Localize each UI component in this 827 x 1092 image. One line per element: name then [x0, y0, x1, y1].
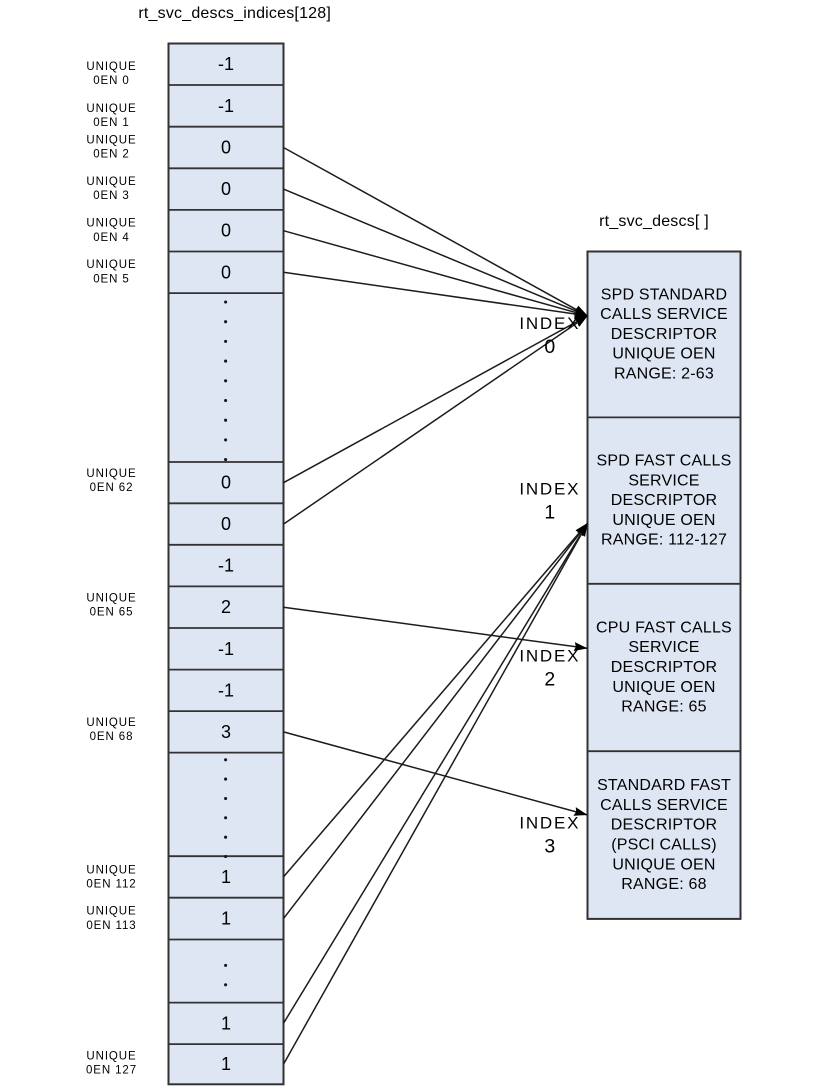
svg-text:UNIQUE: UNIQUE — [86, 103, 136, 115]
svg-text:rt_svc_descs[ ]: rt_svc_descs[ ] — [599, 213, 709, 230]
svg-text:INDEX: INDEX — [519, 314, 580, 333]
svg-text:-1: -1 — [218, 54, 234, 74]
svg-text:UNIQUE: UNIQUE — [86, 468, 136, 480]
svg-text:DESCRIPTOR: DESCRIPTOR — [611, 817, 718, 834]
svg-text:CPU FAST CALLS: CPU FAST CALLS — [596, 619, 732, 636]
svg-text:INDEX: INDEX — [519, 479, 580, 498]
svg-text:0EN 113: 0EN 113 — [86, 920, 136, 932]
svg-text:INDEX: INDEX — [519, 646, 580, 665]
svg-text:UNIQUE OEN: UNIQUE OEN — [612, 512, 715, 529]
svg-text:0EN 2: 0EN 2 — [93, 149, 129, 161]
svg-text:0EN 112: 0EN 112 — [86, 879, 136, 891]
svg-text:(PSCI CALLS): (PSCI CALLS) — [611, 836, 717, 853]
svg-text:-1: -1 — [218, 639, 234, 659]
svg-text:RANGE: 2-63: RANGE: 2-63 — [614, 366, 714, 383]
svg-text:0EN 3: 0EN 3 — [93, 190, 129, 202]
svg-text:0EN 127: 0EN 127 — [86, 1065, 137, 1077]
svg-text:0EN 1: 0EN 1 — [93, 117, 129, 129]
svg-text:DESCRIPTOR: DESCRIPTOR — [611, 659, 718, 676]
svg-text:0EN 5: 0EN 5 — [93, 273, 129, 285]
svg-text:DESCRIPTOR: DESCRIPTOR — [611, 326, 718, 343]
svg-text:DESCRIPTOR: DESCRIPTOR — [611, 492, 718, 509]
svg-text:UNIQUE: UNIQUE — [86, 134, 136, 146]
svg-text:UNIQUE OEN: UNIQUE OEN — [612, 346, 715, 363]
svg-text:UNIQUE: UNIQUE — [86, 717, 136, 729]
svg-text:SERVICE: SERVICE — [628, 472, 699, 489]
svg-text:3: 3 — [544, 835, 555, 857]
svg-text:UNIQUE: UNIQUE — [86, 906, 136, 918]
svg-text:0EN 4: 0EN 4 — [93, 232, 129, 244]
svg-text:rt_svc_descs_indices[128]: rt_svc_descs_indices[128] — [138, 5, 331, 22]
svg-text:3: 3 — [221, 722, 231, 742]
svg-text:0EN 0: 0EN 0 — [93, 75, 129, 87]
svg-text:0: 0 — [221, 221, 231, 241]
svg-text:1: 1 — [544, 502, 555, 524]
svg-text:UNIQUE: UNIQUE — [86, 592, 136, 604]
svg-text:0: 0 — [221, 514, 231, 534]
svg-text:0EN 62: 0EN 62 — [90, 482, 134, 494]
svg-text:SPD FAST CALLS: SPD FAST CALLS — [596, 453, 731, 470]
svg-text:RANGE: 112-127: RANGE: 112-127 — [601, 532, 727, 549]
svg-text:-1: -1 — [218, 96, 234, 116]
svg-text:INDEX: INDEX — [519, 813, 580, 832]
svg-text:UNIQUE OEN: UNIQUE OEN — [612, 679, 715, 696]
svg-text:UNIQUE: UNIQUE — [86, 61, 136, 73]
svg-text:UNIQUE: UNIQUE — [86, 864, 136, 876]
svg-text:2: 2 — [544, 668, 555, 690]
svg-text:SPD STANDARD: SPD STANDARD — [601, 286, 728, 303]
svg-text:2: 2 — [221, 597, 231, 617]
svg-text:STANDARD FAST: STANDARD FAST — [597, 777, 731, 794]
svg-text:UNIQUE OEN: UNIQUE OEN — [612, 856, 715, 873]
svg-text:UNIQUE: UNIQUE — [86, 1050, 136, 1062]
svg-text:RANGE: 68: RANGE: 68 — [621, 876, 706, 893]
svg-text:0: 0 — [221, 262, 231, 282]
svg-text:1: 1 — [221, 909, 231, 929]
svg-text:0: 0 — [221, 138, 231, 158]
svg-text:0EN 68: 0EN 68 — [90, 731, 134, 743]
svg-text:0: 0 — [221, 179, 231, 199]
svg-text:RANGE: 65: RANGE: 65 — [621, 699, 706, 716]
svg-text:-1: -1 — [218, 680, 234, 700]
svg-text:UNIQUE: UNIQUE — [86, 259, 136, 271]
svg-text:CALLS SERVICE: CALLS SERVICE — [600, 797, 728, 814]
svg-text:1: 1 — [221, 1013, 231, 1033]
svg-text:0EN 65: 0EN 65 — [90, 607, 134, 619]
svg-text:SERVICE: SERVICE — [628, 639, 699, 656]
svg-text:0: 0 — [544, 336, 555, 358]
svg-text:UNIQUE: UNIQUE — [86, 176, 136, 188]
svg-text:UNIQUE: UNIQUE — [86, 218, 136, 230]
svg-text:1: 1 — [221, 867, 231, 887]
svg-text:-1: -1 — [218, 556, 234, 576]
svg-text:1: 1 — [221, 1054, 231, 1074]
svg-text:0: 0 — [221, 473, 231, 493]
svg-text:CALLS SERVICE: CALLS SERVICE — [600, 306, 728, 323]
